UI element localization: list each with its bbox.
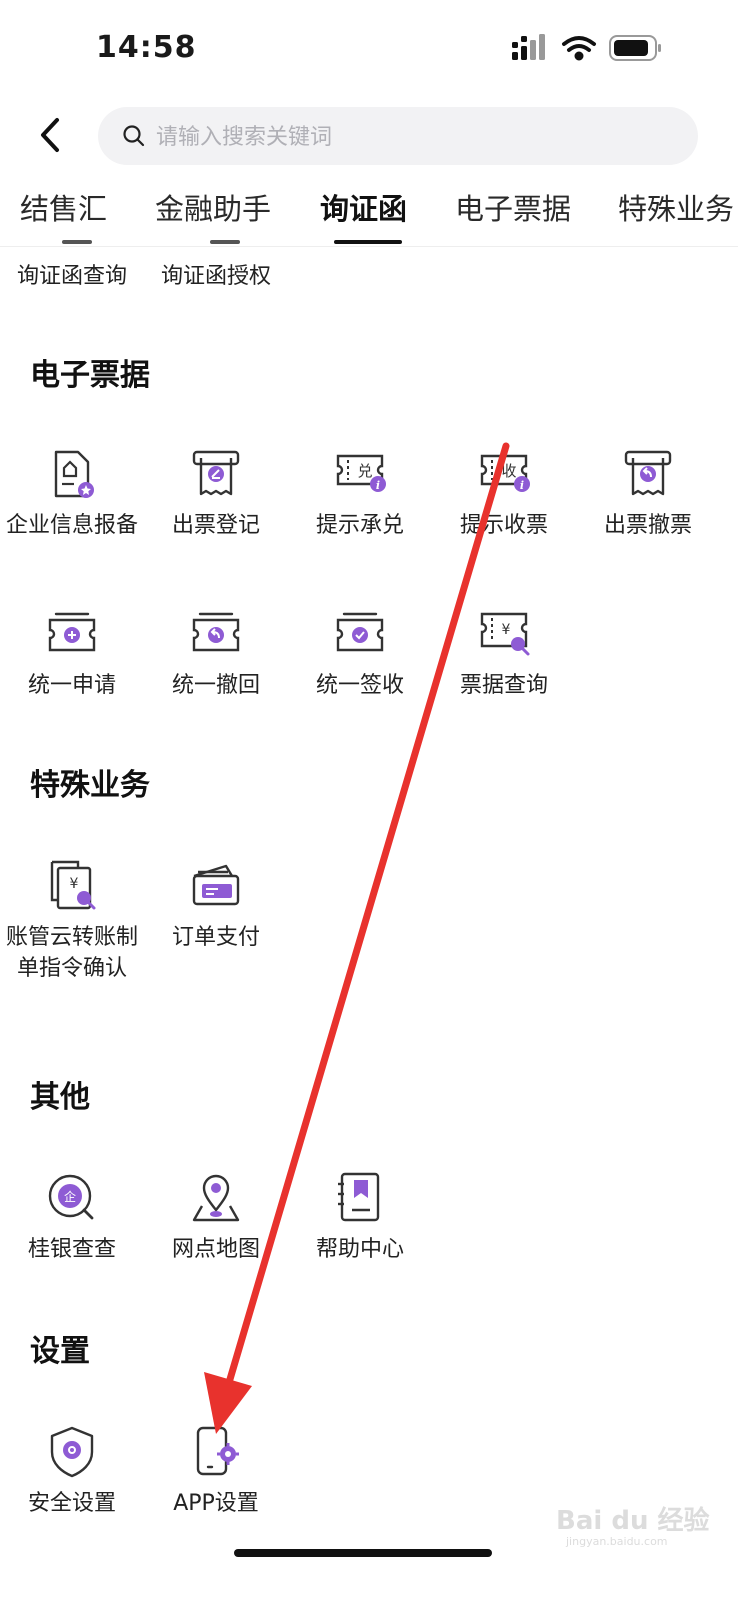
baidu-watermark: Bai du 经验 (556, 1506, 710, 1536)
svg-text:兑: 兑 (357, 462, 372, 480)
receipt-printer-icon (192, 450, 240, 496)
tab-e-bill[interactable]: 电子票据 (455, 192, 572, 226)
bill-cancel-item[interactable]: 出票撤票 (578, 446, 718, 541)
present-accept-item[interactable]: 兑 i 提示承兑 (290, 446, 430, 541)
ticket-add-icon (48, 612, 96, 652)
back-button[interactable] (26, 110, 76, 160)
tab-forex[interactable]: 结售汇 (20, 192, 108, 226)
ticket-undo-icon (192, 612, 240, 652)
order-payment-item[interactable]: 订单支付 (146, 858, 286, 953)
active-tab-indicator (334, 240, 402, 244)
document-yen-search-icon: ¥ (50, 860, 96, 910)
wifi-icon (562, 36, 596, 61)
confirmation-auth-item[interactable]: 询证函授权 (160, 264, 271, 289)
help-center-item[interactable]: 帮助中心 (290, 1170, 430, 1265)
app-settings-item[interactable]: APP设置 (146, 1424, 286, 1519)
svg-text:¥: ¥ (502, 622, 511, 638)
battery-icon (609, 35, 661, 61)
category-tabs: 结售汇 金融助手 询证函 电子票据 特殊业务 (0, 180, 738, 247)
status-icons (512, 34, 661, 61)
home-indicator[interactable] (234, 1549, 492, 1557)
bookmark-book-icon (338, 1172, 380, 1222)
branch-map-item[interactable]: 网点地图 (146, 1170, 286, 1265)
unified-withdraw-item[interactable]: 统一撤回 (146, 606, 286, 701)
document-home-icon (54, 450, 94, 498)
svg-text:企: 企 (64, 1189, 76, 1204)
tab-special-business[interactable]: 特殊业务 (618, 192, 735, 226)
search-input[interactable] (154, 107, 678, 167)
section-title-other: 其他 (30, 1080, 90, 1115)
svg-text:¥: ¥ (70, 876, 79, 892)
bill-receive-icon: 收 i (480, 454, 530, 492)
cut-icon-fragment (62, 240, 92, 244)
unified-sign-item[interactable]: 统一签收 (290, 606, 430, 701)
svg-text:i: i (520, 479, 524, 492)
map-pin-icon (192, 1174, 240, 1222)
svg-text:收: 收 (501, 462, 516, 480)
signal-icon (512, 34, 545, 60)
security-settings-item[interactable]: 安全设置 (2, 1424, 142, 1519)
account-cloud-transfer-confirm-item[interactable]: ¥ 账管云转账制单指令确认 (2, 858, 142, 984)
ticket-check-icon (336, 612, 384, 652)
receipt-undo-icon (624, 450, 672, 496)
phone-gear-icon (196, 1426, 239, 1476)
bill-accept-icon: 兑 i (336, 454, 386, 492)
cards-icon (192, 864, 240, 906)
shield-icon (50, 1426, 94, 1478)
tab-confirmation-letter[interactable]: 询证函 (320, 192, 408, 226)
section-title-special-business: 特殊业务 (30, 768, 150, 803)
guiyin-lookup-item[interactable]: 企 桂银查查 (2, 1170, 142, 1265)
present-receive-item[interactable]: 收 i 提示收票 (434, 446, 574, 541)
bill-search-icon: ¥ (480, 612, 530, 656)
tab-finance-assistant[interactable]: 金融助手 (155, 192, 272, 226)
unified-apply-item[interactable]: 统一申请 (2, 606, 142, 701)
section-title-settings: 设置 (30, 1334, 90, 1369)
search-icon (123, 125, 145, 147)
status-bar: 14:58 (0, 0, 738, 100)
search-box[interactable] (98, 107, 698, 167)
enterprise-info-filing-item[interactable]: 企业信息报备 (2, 446, 142, 541)
enterprise-search-icon: 企 (48, 1174, 94, 1220)
status-time: 14:58 (96, 30, 197, 65)
section-title-e-bill: 电子票据 (30, 358, 150, 393)
baidu-watermark-url: jingyan.baidu.com (566, 1535, 668, 1548)
confirmation-query-item[interactable]: 询证函查询 (16, 264, 127, 289)
cut-icon-fragment (210, 240, 240, 244)
bill-register-item[interactable]: 出票登记 (146, 446, 286, 541)
header (0, 100, 738, 180)
bill-query-item[interactable]: ¥ 票据查询 (434, 606, 574, 701)
svg-text:i: i (376, 479, 380, 492)
